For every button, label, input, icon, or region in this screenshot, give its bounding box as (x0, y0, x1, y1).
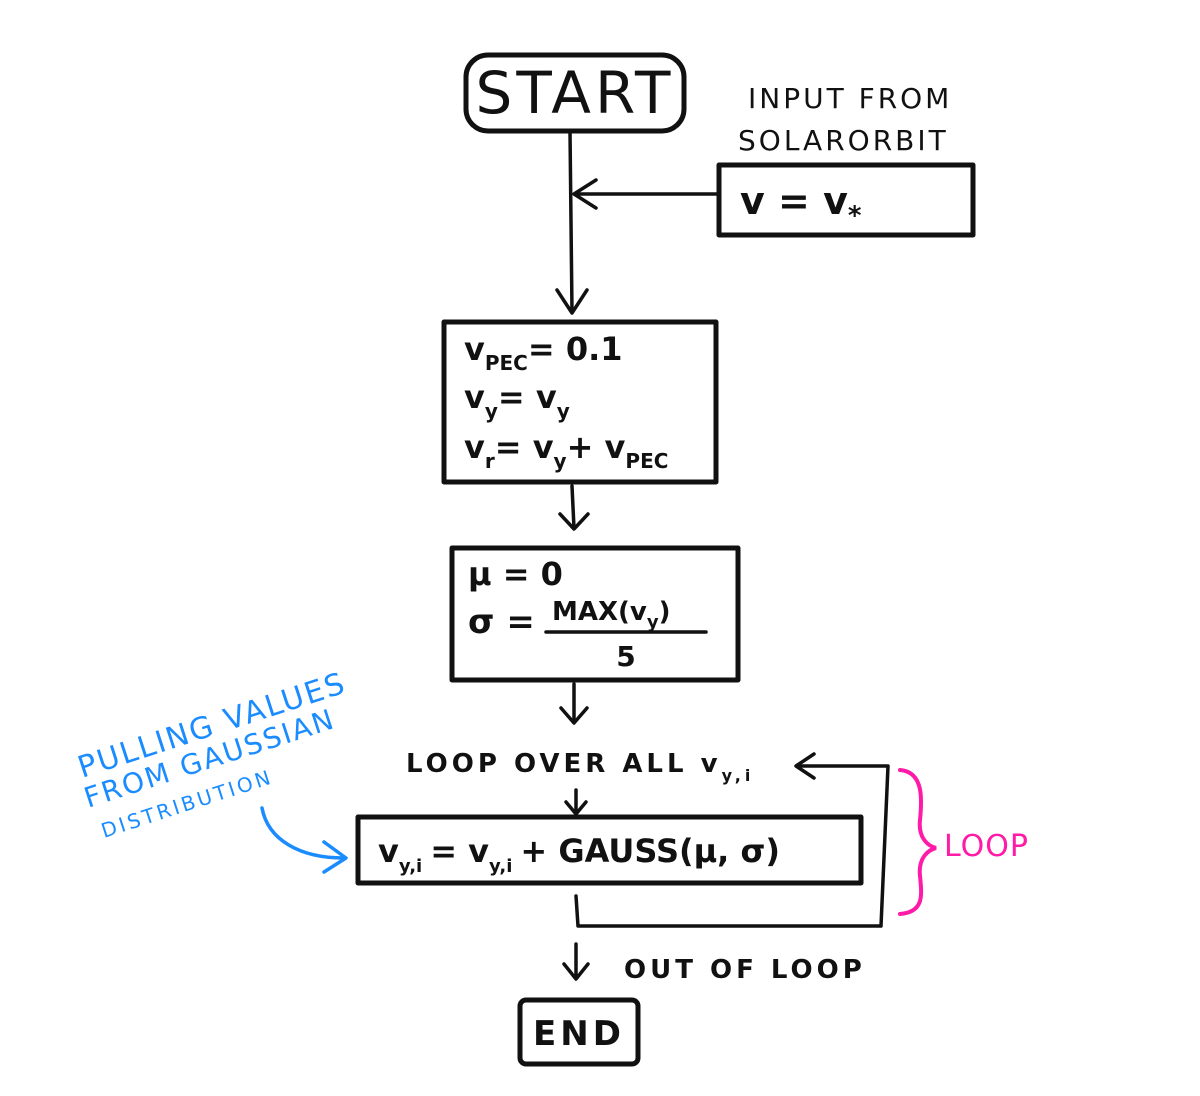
start-to-init-arrow (555, 129, 589, 315)
exit-arrow (562, 942, 590, 981)
params-sigma-numerator: MAX(vy) (552, 597, 671, 633)
params-mu-line: μ = 0 (468, 555, 563, 593)
input-formula-main: v = v (740, 179, 848, 223)
loop-body-box (355, 814, 864, 886)
input-node: INPUT FROM SOLARORBIT v = v* (716, 82, 976, 238)
loop-header: LOOP OVER ALL vy,i (406, 749, 754, 785)
params-to-loop-arrow (559, 682, 589, 725)
loop-body-formula: vy,i= vy,i+ GAUSS(μ, σ) (378, 832, 780, 877)
loop-header-to-body-arrow (564, 788, 588, 816)
params-sigma-denominator: 5 (616, 640, 635, 673)
init-line1: vPEC= 0.1 (464, 330, 623, 375)
input-box (716, 162, 976, 238)
loop-back-arrow (574, 752, 890, 928)
input-formula: v = v* (740, 179, 862, 231)
init-box (441, 319, 719, 485)
init-to-params-arrow (558, 484, 590, 531)
init-line3: vr= vy+ vPEC (464, 428, 668, 473)
init-line2: vy= vy (464, 378, 570, 423)
loop-brace: LOOP (898, 768, 1029, 916)
params-block: μ = 0 σ = MAX(vy) 5 (449, 545, 741, 683)
exit-label: OUT OF LOOP (624, 955, 866, 985)
init-block: vPEC= 0.1 vy= vy vr= vy+ vPEC (441, 319, 719, 485)
start-box (463, 52, 687, 134)
loop-label: LOOP (944, 829, 1029, 864)
params-box (449, 545, 741, 683)
start-label: START (476, 59, 675, 127)
input-caption-line2: SOLARORBIT (738, 124, 949, 157)
params-sigma-lhs: σ = (468, 602, 535, 642)
end-node: END (517, 997, 641, 1067)
input-arrow (572, 178, 721, 210)
end-label: END (533, 1014, 625, 1054)
start-node: START (463, 52, 687, 134)
loop-brace-shape (898, 768, 937, 916)
annotation-arrowhead (322, 840, 348, 874)
input-formula-sub: * (848, 201, 862, 231)
end-box (517, 997, 641, 1067)
annotation-arrow (260, 806, 346, 860)
input-caption-line1: INPUT FROM (748, 82, 952, 115)
loop-body: vy,i= vy,i+ GAUSS(μ, σ) (355, 814, 864, 886)
gaussian-annotation: PULLING VALUES FROM GAUSSIAN DISTRIBUTIO… (74, 666, 351, 874)
